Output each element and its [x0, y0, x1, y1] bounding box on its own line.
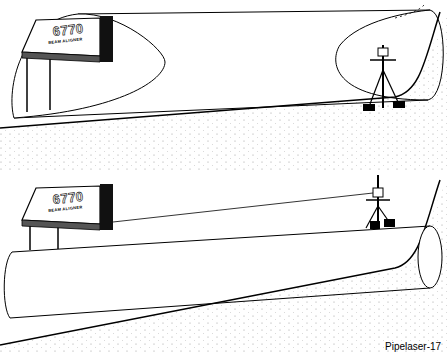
pipe-end [428, 10, 443, 100]
pipe-end [4, 252, 12, 318]
pipe-edge [10, 288, 430, 318]
pipe-end [418, 226, 442, 288]
laser [22, 184, 113, 250]
target [363, 45, 405, 111]
ground-line [0, 12, 440, 128]
pipe-edge [78, 10, 430, 14]
ground-fill [0, 12, 447, 170]
laser-beam [113, 193, 373, 222]
model-number: 6770 [52, 21, 84, 39]
pipe-opening [12, 14, 165, 118]
pipe-edge [12, 226, 430, 252]
ground-line [0, 180, 440, 345]
target [366, 175, 395, 229]
laser [22, 16, 113, 112]
ground-fill [0, 180, 447, 354]
model-number: 6770 [52, 189, 84, 207]
figure-id: Pipelaser-17 [385, 341, 441, 352]
